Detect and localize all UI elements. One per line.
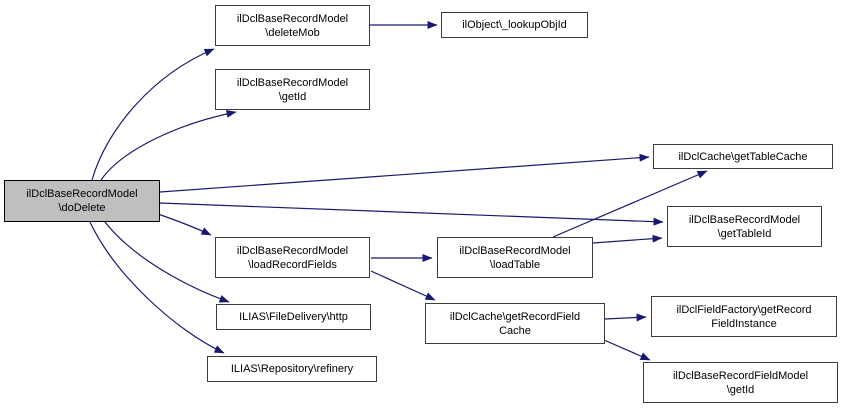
node-ildclbaserecordmodel-loadrecordfields[interactable]: ilDclBaseRecordModel \loadRecordFields	[215, 237, 370, 278]
edge-doDelete-getTableId	[159, 202, 664, 226]
edge-doDelete-refinery	[89, 221, 225, 354]
node-ilias-filedelivery-http[interactable]: ILIAS\FileDelivery\http	[216, 304, 371, 330]
edge-doDelete-getId	[100, 109, 237, 181]
edge-loadTable-getTableCache	[552, 170, 708, 238]
edge-loadRecordFields-getRecordFieldCache	[370, 270, 436, 301]
node-ildclcache-gettablecache[interactable]: ilDclCache\getTableCache	[653, 144, 833, 169]
edge-getRecordFieldCache-recordFieldGetId	[603, 339, 651, 361]
node-ilias-repository-refinery[interactable]: ILIAS\Repository\refinery	[207, 356, 377, 382]
node-ildclbaserecordmodel-loadtable[interactable]: ilDclBaseRecordModel \loadTable	[437, 237, 593, 278]
edge-doDelete-http	[104, 221, 230, 303]
node-ildclbaserecordmodel-getid[interactable]: ilDclBaseRecordModel \getId	[215, 69, 370, 110]
node-ildclbaserecordmodel-gettableid[interactable]: ilDclBaseRecordModel \getTableId	[667, 206, 822, 247]
node-ildclbaserecordmodel-deletemob[interactable]: ilDclBaseRecordModel \deleteMob	[215, 5, 370, 46]
edge-loadTable-getTableId	[592, 234, 663, 244]
edge-getRecordFieldCache-getRecordFieldInstance	[604, 313, 647, 322]
edge-doDelete-getTableCache	[159, 153, 650, 193]
edge-doDelete-loadRecordFields	[157, 213, 212, 236]
node-ilobject-lookupobjid[interactable]: ilObject\_lookupObjId	[441, 12, 588, 38]
node-ildclbaserecordfieldmodel-getid[interactable]: ilDclBaseRecordFieldModel \getId	[643, 362, 838, 403]
node-ildclbaserecordmodel-dodelete[interactable]: ilDclBaseRecordModel \doDelete	[4, 180, 160, 222]
node-ildclcache-getrecordfieldcache[interactable]: ilDclCache\getRecordField Cache	[425, 303, 605, 344]
node-ildclfieldfactory-getrecordfieldinstance[interactable]: ilDclFieldFactory\getRecord FieldInstanc…	[651, 296, 837, 337]
edge-doDelete-deleteMob	[91, 48, 215, 181]
